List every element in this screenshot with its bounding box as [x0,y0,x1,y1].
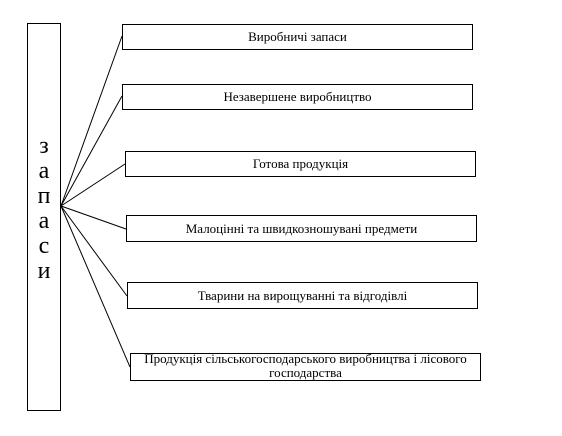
category-box: Малоцінні та швидкозношувані предмети [126,215,477,242]
root-letter: и [37,258,51,284]
category-box: Незавершене виробництво [122,84,473,110]
category-box: Виробничі запаси [122,24,473,50]
category-label: Виробничі запаси [248,29,347,44]
category-box: Готова продукція [125,151,476,177]
connector-line [60,205,128,297]
connector-line [60,163,126,207]
root-letter: а [38,158,50,184]
category-box: Продукція сільськогосподарського виробни… [130,351,481,381]
category-box: Тварини на вирощуванні та відгодівлі [127,282,478,309]
connector-line [60,95,123,207]
category-label: Готова продукція [252,156,349,171]
connector-line [60,205,127,230]
connector-line [60,205,131,368]
category-label: Продукція сільськогосподарського виробни… [144,351,467,380]
connector-line [60,35,123,207]
root-letter: с [38,233,50,259]
root-node-zapasy: з а п а с и [27,23,61,411]
category-label: Тварини на вирощуванні та відгодівлі [197,287,408,303]
category-label: Незавершене виробництво [223,89,372,104]
root-letter: а [38,208,50,234]
root-letter: з [39,133,49,159]
root-letter: п [37,183,51,209]
category-label: Малоцінні та швидкозношувані предмети [185,220,418,236]
root-label: з а п а с и [28,134,60,284]
